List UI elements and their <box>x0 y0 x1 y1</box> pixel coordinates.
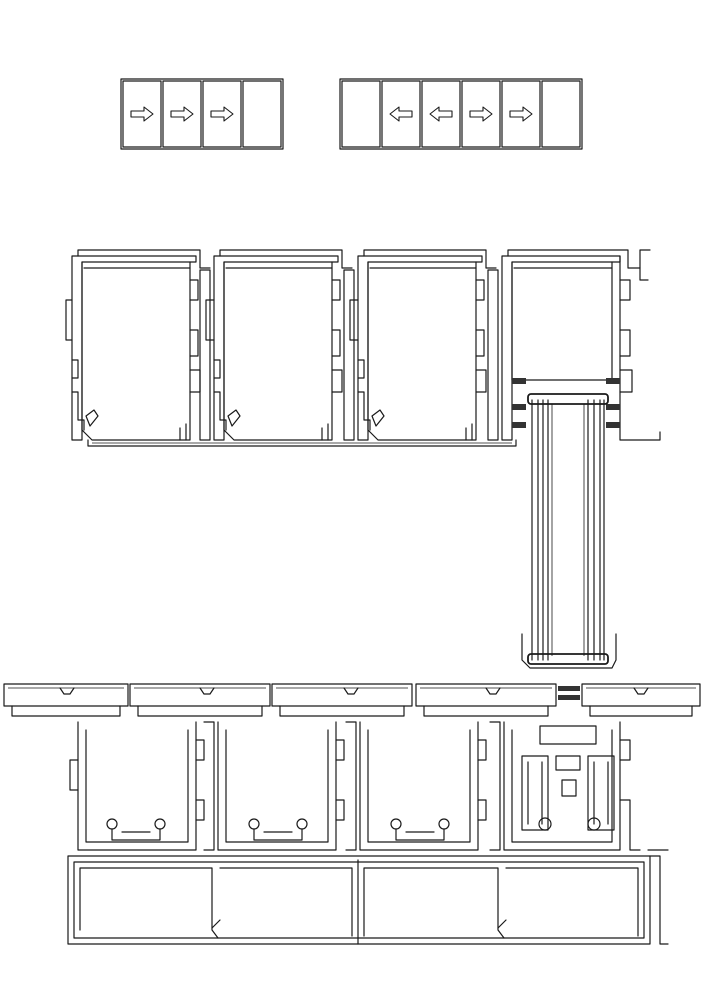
arrow-right-icon <box>509 106 533 122</box>
sill-profile-3 <box>345 721 487 851</box>
panel-legend-left <box>120 78 284 150</box>
head-profile-4 <box>487 249 661 441</box>
arrow-right-icon <box>469 106 493 122</box>
bottom-frame <box>67 849 669 945</box>
legend-panel <box>341 80 381 148</box>
legend-panel <box>461 80 501 148</box>
legend-panel <box>541 80 581 148</box>
legend-panel <box>122 80 162 148</box>
head-profile-3 <box>343 249 497 441</box>
head-section <box>65 249 661 447</box>
head-profile-2 <box>199 249 353 441</box>
glass-unit <box>521 399 617 669</box>
legend-frame <box>120 78 284 150</box>
legend-panel <box>381 80 421 148</box>
head-glazing-gasket <box>512 378 620 428</box>
panel-legend-right <box>339 78 583 150</box>
legend-frame <box>339 78 583 150</box>
sill-profile-4 <box>489 721 641 851</box>
head-profile-1 <box>65 249 211 441</box>
arrow-left-icon <box>429 106 453 122</box>
legend-panel <box>501 80 541 148</box>
legend-panel <box>162 80 202 148</box>
arrow-left-icon <box>389 106 413 122</box>
legend-panel <box>242 80 282 148</box>
arrow-right-icon <box>130 106 154 122</box>
arrow-right-icon <box>210 106 234 122</box>
arrow-right-icon <box>170 106 194 122</box>
sill-cover <box>3 683 701 717</box>
legend-panel <box>202 80 242 148</box>
legend-panel <box>421 80 461 148</box>
sill-profile-2 <box>203 721 345 851</box>
sill-profile-1 <box>69 721 205 851</box>
